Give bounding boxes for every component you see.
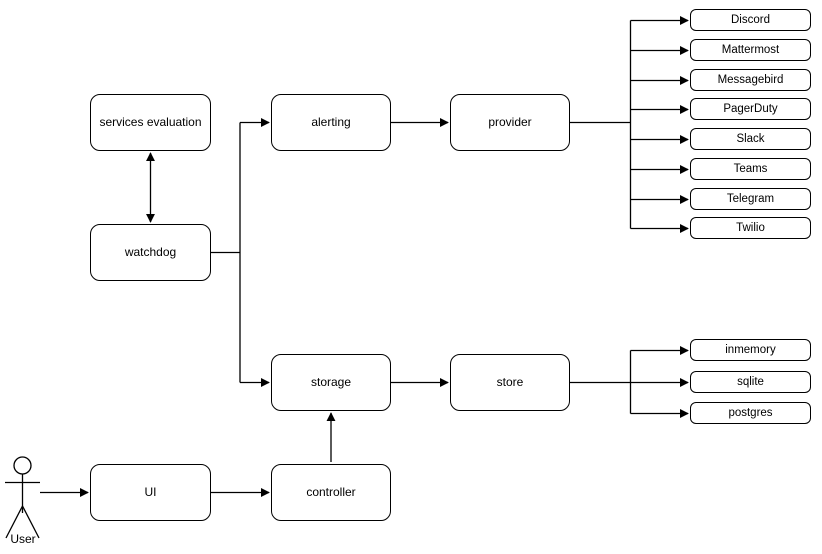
node-label: PagerDuty — [723, 102, 778, 115]
node-label: UI — [144, 484, 157, 499]
node-store-postgres[interactable]: postgres — [690, 402, 811, 424]
node-provider-twilio[interactable]: Twilio — [690, 217, 811, 239]
node-label: Slack — [736, 132, 765, 145]
node-storage[interactable]: storage — [271, 354, 391, 411]
node-label: alerting — [311, 114, 351, 129]
node-label: Messagebird — [717, 73, 784, 86]
node-label: inmemory — [725, 343, 776, 356]
node-label: Twilio — [736, 221, 765, 234]
node-services-evaluation[interactable]: services evaluation — [90, 94, 211, 151]
node-provider-mattermost[interactable]: Mattermost — [690, 39, 811, 61]
node-label: postgres — [728, 406, 773, 419]
node-label: sqlite — [737, 375, 764, 388]
node-watchdog[interactable]: watchdog — [90, 224, 211, 281]
node-store[interactable]: store — [450, 354, 570, 411]
node-label: Mattermost — [721, 43, 780, 56]
node-provider-slack[interactable]: Slack — [690, 128, 811, 150]
user-actor-label: User — [10, 532, 36, 546]
node-ui[interactable]: UI — [90, 464, 211, 521]
node-label: Discord — [731, 13, 770, 26]
node-label: controller — [306, 484, 356, 499]
node-provider[interactable]: provider — [450, 94, 570, 151]
stick-figure-icon — [5, 456, 40, 539]
node-label: storage — [310, 374, 352, 389]
node-label: services evaluation — [99, 114, 202, 129]
node-label: provider — [488, 114, 532, 129]
node-provider-pagerduty[interactable]: PagerDuty — [690, 98, 811, 120]
node-store-inmemory[interactable]: inmemory — [690, 339, 811, 361]
node-provider-telegram[interactable]: Telegram — [690, 188, 811, 210]
node-label: Telegram — [726, 192, 775, 205]
node-label: Teams — [733, 162, 768, 175]
node-label: store — [496, 374, 524, 389]
node-store-sqlite[interactable]: sqlite — [690, 371, 811, 393]
node-controller[interactable]: controller — [271, 464, 391, 521]
node-provider-discord[interactable]: Discord — [690, 9, 811, 31]
node-provider-teams[interactable]: Teams — [690, 158, 811, 180]
node-provider-messagebird[interactable]: Messagebird — [690, 69, 811, 91]
node-alerting[interactable]: alerting — [271, 94, 391, 151]
node-label: watchdog — [124, 244, 177, 259]
